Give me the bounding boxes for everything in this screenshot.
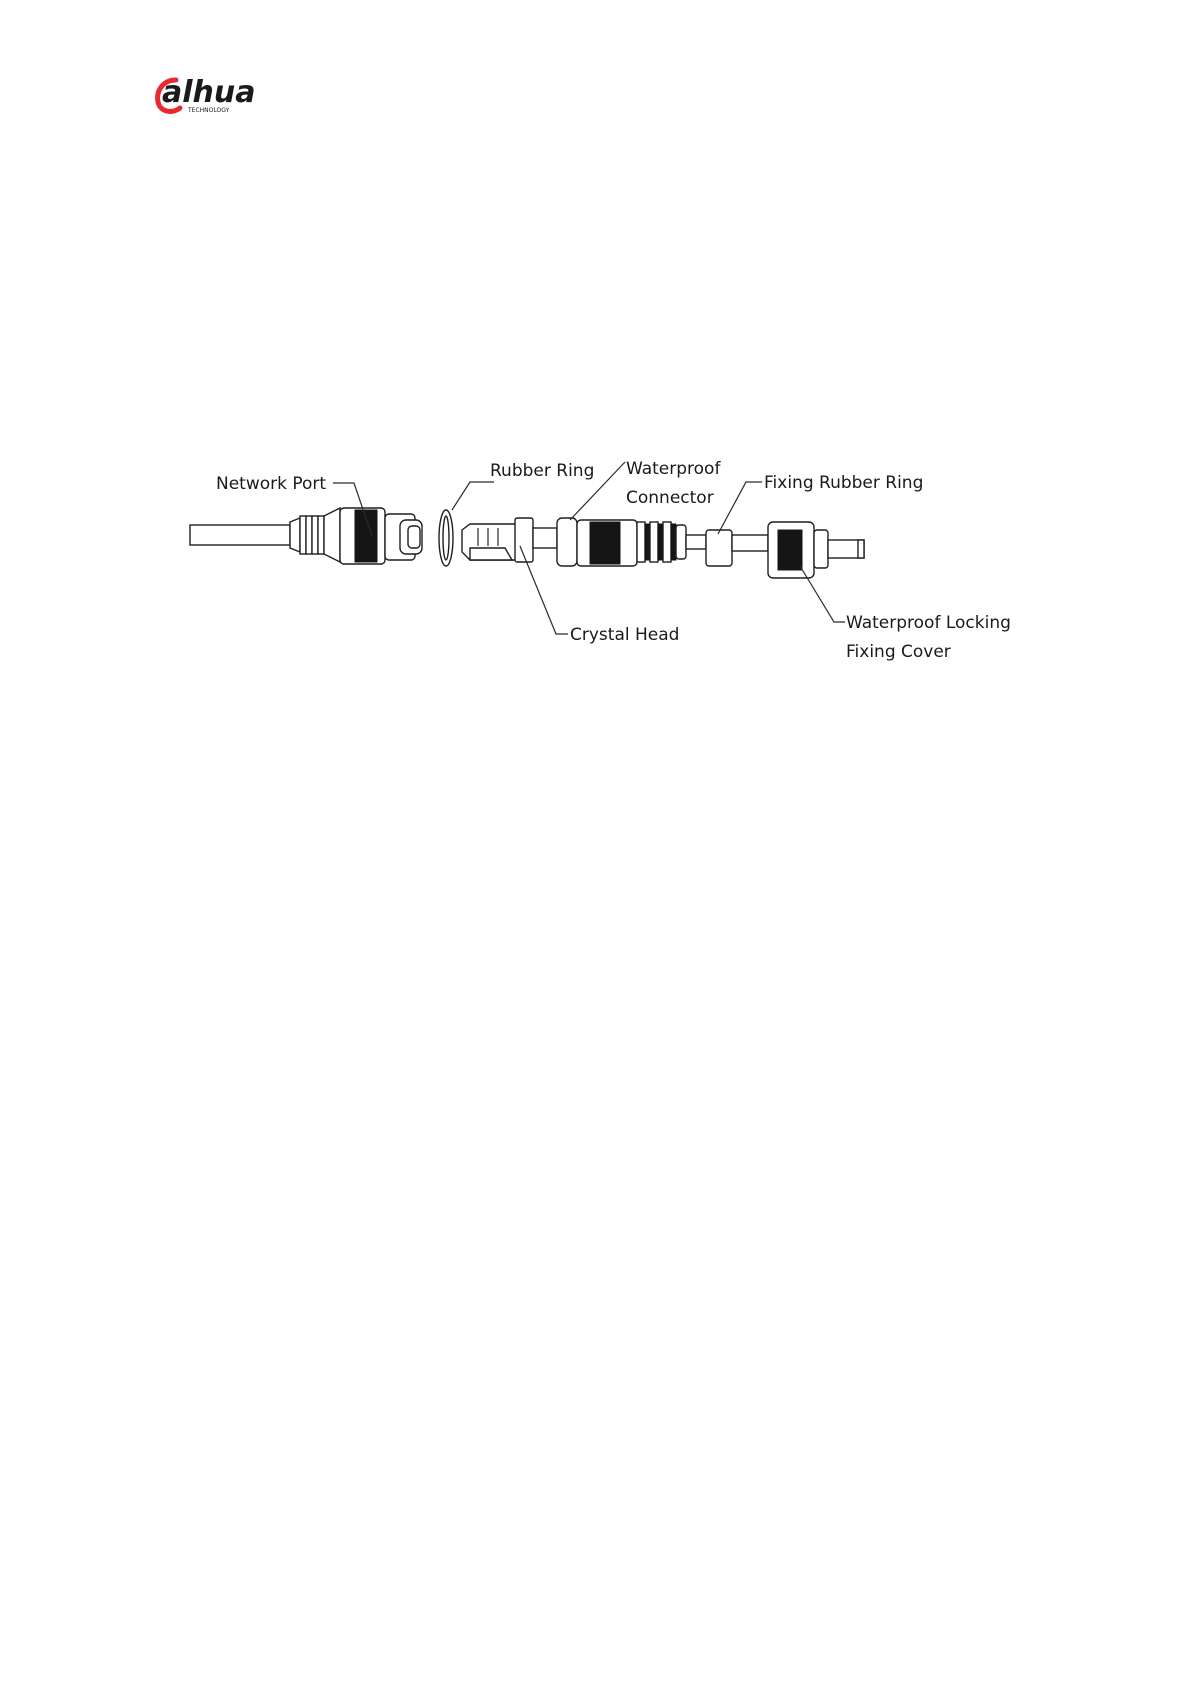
label-rubber-ring: Rubber Ring — [490, 461, 594, 481]
crystal-head-part — [462, 518, 557, 562]
network-port-part — [340, 508, 422, 564]
label-waterproof-connector-line1: Waterproof — [626, 459, 721, 479]
label-locking-cover-line2: Fixing Cover — [846, 642, 951, 662]
rubber-ring-part — [439, 510, 453, 566]
connector-threads — [637, 522, 686, 562]
label-crystal-head: Crystal Head — [570, 625, 679, 645]
waterproof-connector-part — [557, 518, 706, 566]
label-network-port: Network Port — [216, 474, 326, 494]
locking-cover-part — [768, 522, 864, 578]
network-cable-left — [190, 508, 340, 562]
label-fixing-rubber-ring: Fixing Rubber Ring — [764, 473, 923, 493]
label-locking-cover-line1: Waterproof Locking — [846, 613, 1011, 633]
label-waterproof-connector-line2: Connector — [626, 488, 714, 508]
cable-ribs — [300, 516, 324, 554]
fixing-rubber-ring-part — [706, 530, 768, 566]
